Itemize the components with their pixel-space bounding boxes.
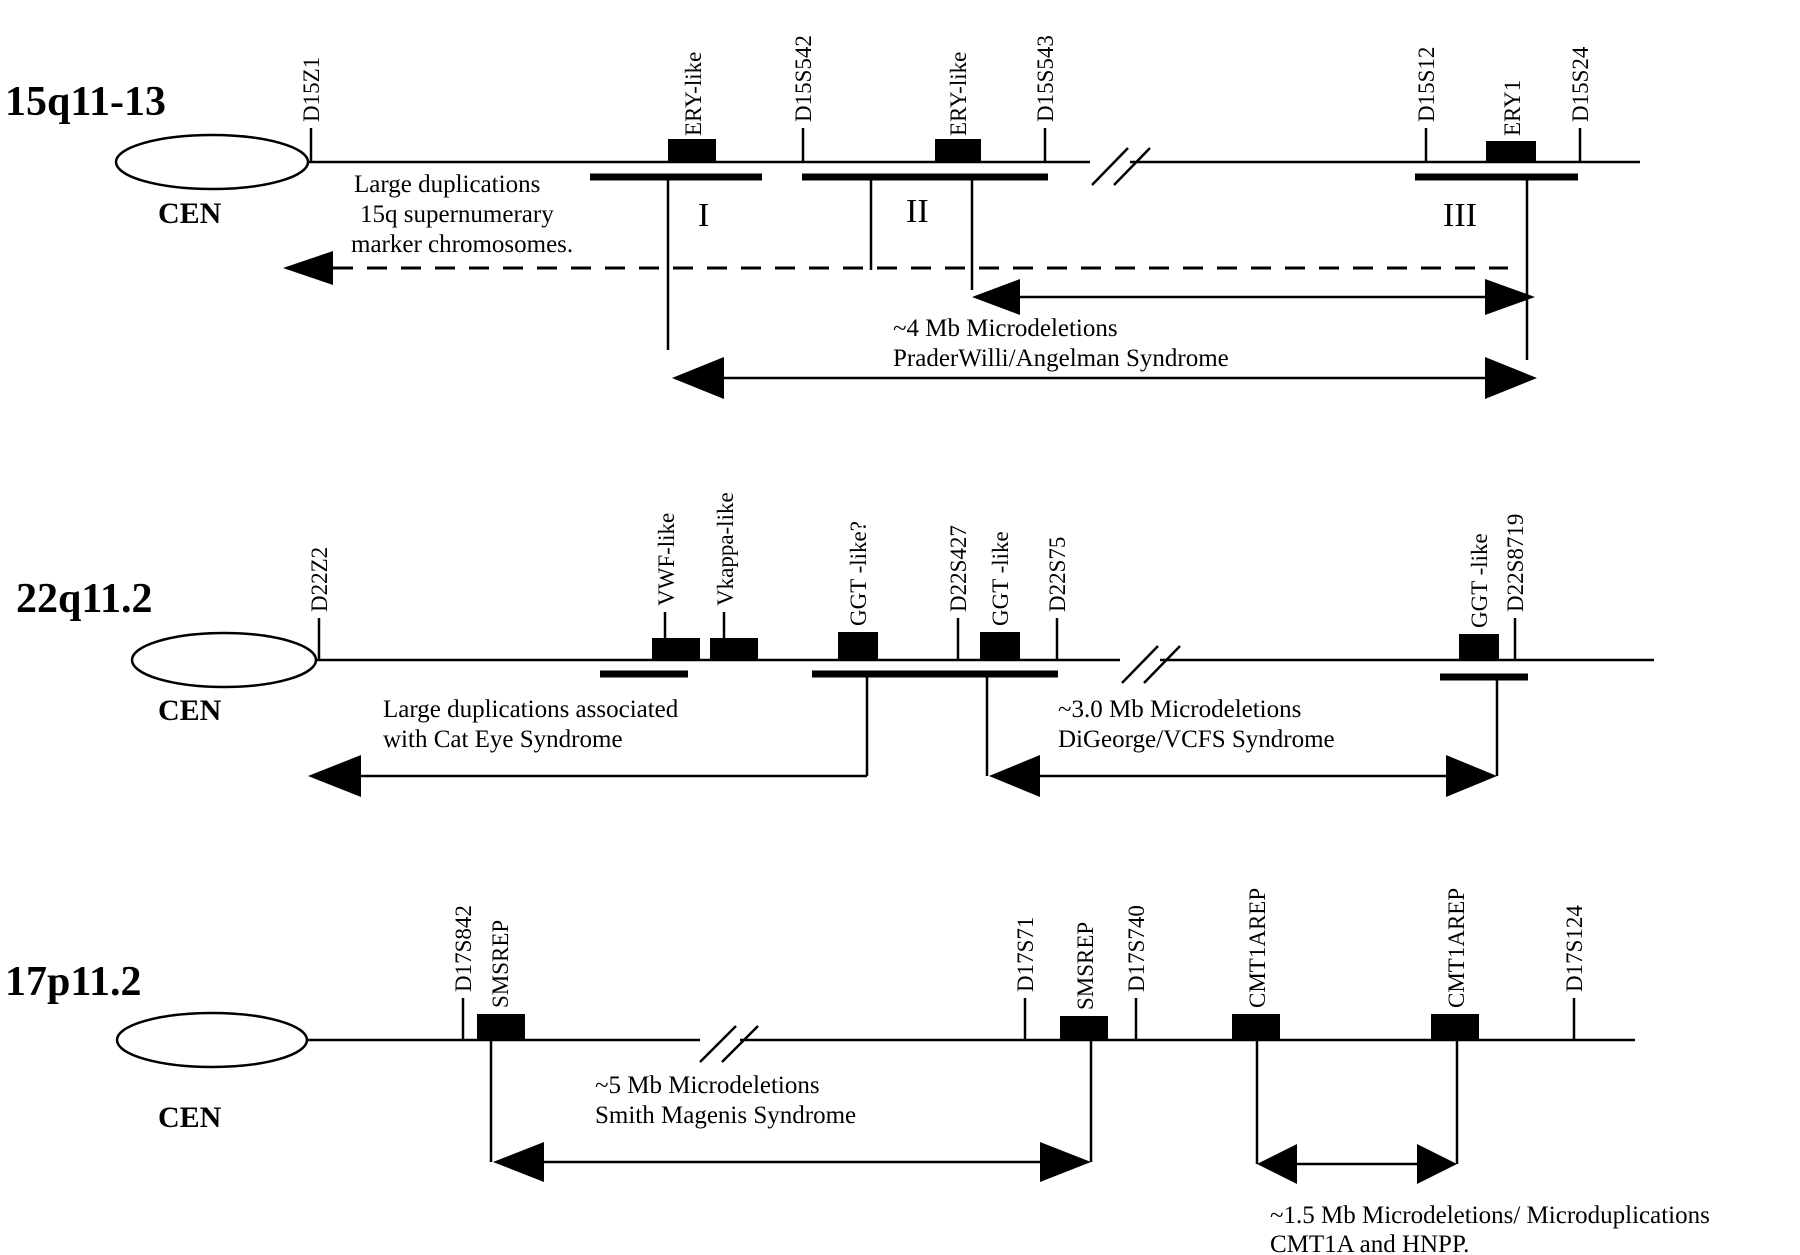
- centromere-oval: [114, 133, 310, 191]
- marker-label: VWF-like: [654, 513, 679, 606]
- marker-label: D17S71: [1013, 917, 1038, 992]
- arrowhead-left: [283, 251, 333, 285]
- break-mark: [1091, 147, 1129, 186]
- annotation-text: Large duplications: [354, 171, 540, 198]
- arrowhead-right: [1446, 755, 1497, 797]
- gene-box: [1060, 1016, 1108, 1040]
- break-mark: [1121, 645, 1159, 684]
- marker-label: D17S124: [1562, 905, 1587, 992]
- section-title: 15q11-13: [5, 79, 166, 125]
- arrowhead-right: [1040, 1142, 1091, 1182]
- annotation-text: PraderWilli/Angelman Syndrome: [893, 345, 1229, 372]
- break-mark: [1143, 645, 1181, 684]
- gene-box: [1486, 141, 1536, 162]
- marker-label: D17S842: [451, 905, 476, 992]
- marker-label: Vkappa-like: [713, 492, 738, 606]
- annotation-text: ~3.0 Mb Microdeletions: [1058, 696, 1301, 723]
- marker-label: D17S740: [1124, 905, 1149, 992]
- region-label: II: [906, 193, 929, 230]
- marker-label: D22S427: [946, 525, 971, 612]
- arrowhead-left: [972, 279, 1020, 315]
- annotation-text: CMT1A and HNPP.: [1270, 1231, 1469, 1255]
- marker-label: D15S542: [791, 35, 816, 122]
- centromere-oval: [130, 631, 318, 689]
- arrowhead-right: [1485, 279, 1535, 315]
- marker-label: CMT1AREP: [1245, 888, 1270, 1008]
- marker-label: D22Z2: [307, 547, 332, 612]
- marker-label: SMSREP: [1073, 922, 1098, 1010]
- region-label: III: [1443, 197, 1477, 234]
- gene-box: [1459, 634, 1499, 660]
- section-17p11.2: 17p11.2 CEN D17S842 SMSREP D17S71 SMSREP…: [5, 888, 1710, 1255]
- region-label: I: [698, 197, 709, 234]
- centromere-label: CEN: [158, 694, 222, 727]
- annotation-text: with Cat Eye Syndrome: [383, 726, 623, 753]
- annotation-text: 15q supernumerary: [360, 201, 554, 228]
- marker-label: D22S8719: [1503, 514, 1528, 612]
- section-15q11-13: 15q11-13 CEN D15Z1 ERY-like D15S542 ERY-…: [5, 35, 1640, 399]
- arrowhead-left: [493, 1142, 544, 1182]
- arrowhead-left: [989, 755, 1040, 797]
- annotation-text: ~5 Mb Microdeletions: [595, 1072, 820, 1099]
- gene-box: [1431, 1014, 1479, 1040]
- gene-box: [838, 632, 878, 660]
- marker-label: GGT -like?: [846, 521, 871, 626]
- marker-label: D15S543: [1033, 35, 1058, 122]
- marker-label: CMT1AREP: [1444, 888, 1469, 1008]
- gene-box: [980, 632, 1020, 660]
- marker-label: D15S24: [1568, 46, 1593, 122]
- section-22q11.2: 22q11.2 CEN D22Z2 VWF-like Vkappa-like G…: [16, 492, 1654, 797]
- break-mark: [699, 1025, 737, 1063]
- arrowhead-left: [1257, 1144, 1297, 1184]
- break-mark: [721, 1025, 759, 1063]
- gene-box: [935, 139, 981, 162]
- arrowhead-left: [308, 755, 361, 797]
- gene-box: [710, 638, 758, 660]
- gene-box: [1232, 1014, 1280, 1040]
- marker-label: D15S12: [1414, 47, 1439, 122]
- annotation-text: Smith Magenis Syndrome: [595, 1102, 856, 1129]
- marker-label: GGT -like: [988, 531, 1013, 626]
- marker-label: GGT -like: [1467, 533, 1492, 628]
- centromere-oval: [115, 1011, 309, 1069]
- marker-label: ERY1: [1500, 80, 1525, 136]
- annotation-text: ~1.5 Mb Microdeletions/ Microduplication…: [1270, 1202, 1710, 1229]
- annotation-text: Large duplications associated: [383, 696, 679, 723]
- arrowhead-left: [672, 357, 724, 399]
- marker-label: D15Z1: [299, 57, 324, 122]
- marker-label: SMSREP: [488, 920, 513, 1008]
- annotation-text: DiGeorge/VCFS Syndrome: [1058, 726, 1335, 753]
- annotation-text: marker chromosomes.: [351, 231, 573, 258]
- gene-box: [668, 139, 716, 162]
- arrowhead-right: [1485, 357, 1537, 399]
- marker-label: ERY-like: [946, 52, 971, 136]
- arrowhead-right: [1417, 1144, 1457, 1184]
- marker-label: ERY-like: [681, 52, 706, 136]
- centromere-label: CEN: [158, 197, 222, 230]
- annotation-text: ~4 Mb Microdeletions: [893, 315, 1118, 342]
- section-title: 17p11.2: [5, 959, 142, 1005]
- gene-box: [652, 638, 700, 660]
- centromere-label: CEN: [158, 1101, 222, 1134]
- break-mark: [1113, 147, 1151, 186]
- marker-label: D22S75: [1045, 537, 1070, 612]
- gene-box: [477, 1014, 525, 1040]
- section-title: 22q11.2: [16, 576, 153, 622]
